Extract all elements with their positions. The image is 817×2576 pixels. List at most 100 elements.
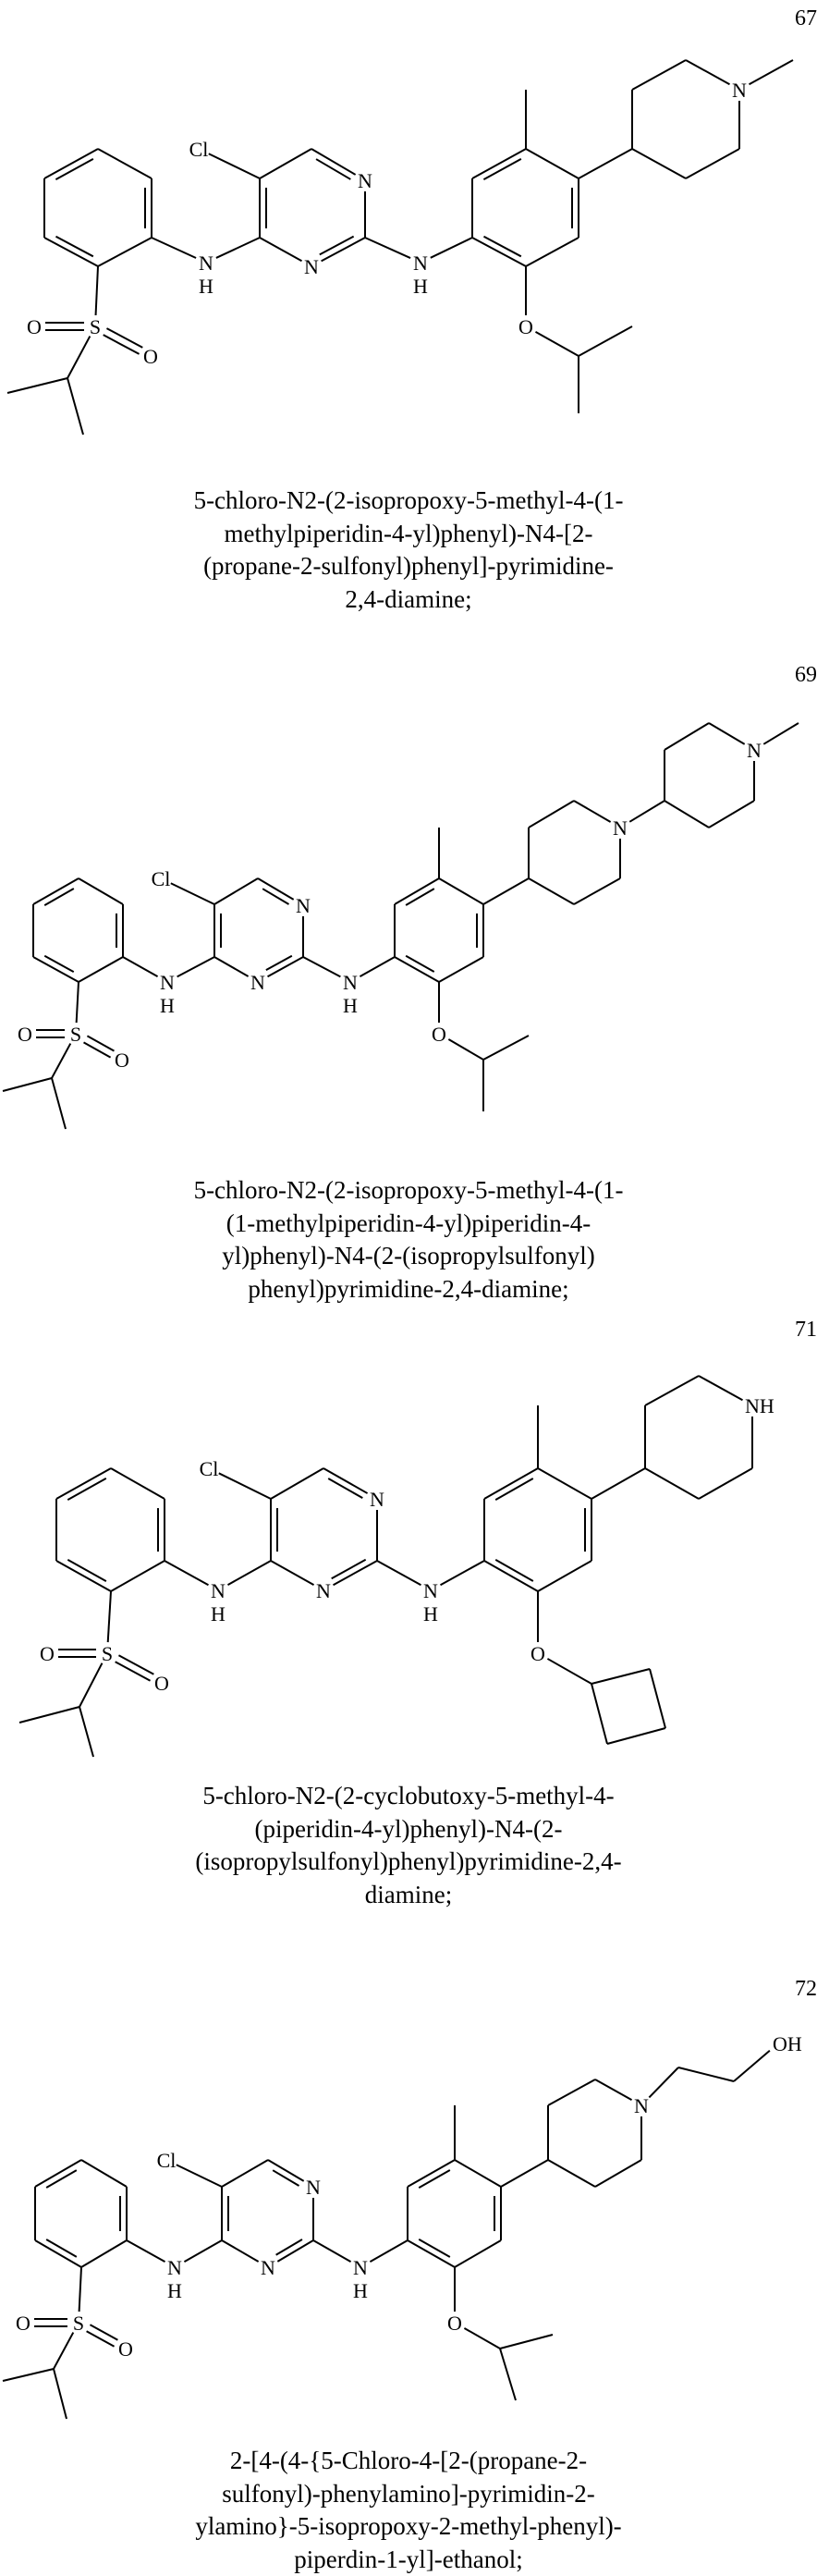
atom-label-n: N <box>732 79 747 102</box>
bond <box>303 957 340 976</box>
bond <box>750 60 793 84</box>
bond <box>607 1728 665 1744</box>
bond <box>678 2067 734 2081</box>
compound-number-72: 72 <box>780 1976 817 2002</box>
double-bond <box>311 149 356 175</box>
bond <box>579 149 632 178</box>
bond <box>365 238 410 258</box>
bond <box>216 238 260 258</box>
double-bond-inner <box>273 2170 299 2186</box>
atom-label-n: N <box>250 971 265 994</box>
atom-label-h: H <box>167 2279 182 2302</box>
atom-label-o: O <box>530 1642 545 1665</box>
name-line: (propane-2-sulfonyl)phenyl]-pyrimidine- <box>92 550 725 583</box>
atom-label-o: O <box>154 1672 169 1695</box>
double-bond <box>472 149 526 178</box>
bond <box>271 1561 314 1585</box>
compound-number-69: 69 <box>780 662 817 688</box>
bond <box>165 1561 208 1585</box>
double-bond <box>106 328 142 348</box>
compound-number-67: 67 <box>780 6 817 31</box>
double-bond-inner <box>406 889 434 905</box>
bond <box>483 1036 529 1060</box>
bond <box>271 1468 323 1499</box>
bond <box>127 2240 165 2262</box>
structure-69: NHNNClNHNNOSOO <box>3 723 799 1129</box>
bond <box>439 957 483 982</box>
bond <box>632 149 686 178</box>
atom-label-cl: Cl <box>200 1457 219 1480</box>
name-line: (isopropylsulfonyl)phenyl)pyrimidine-2,4… <box>92 1846 725 1879</box>
bond <box>222 2240 259 2262</box>
double-bond-inner <box>419 2170 450 2188</box>
atom-label-o: O <box>40 1642 55 1665</box>
bond <box>595 2160 641 2187</box>
bond <box>455 2160 501 2187</box>
bond <box>547 1659 591 1684</box>
atom-label-h: H <box>211 1602 226 1625</box>
bond <box>227 1561 271 1585</box>
atom-label-n: N <box>304 255 319 278</box>
bond <box>464 2328 500 2349</box>
bond <box>448 1039 483 1060</box>
atom-label-s: S <box>102 1642 113 1665</box>
bond <box>98 238 152 266</box>
atom-label-s: S <box>73 2312 84 2335</box>
bond <box>214 878 258 904</box>
compound-name-69: 5-chloro-N2-(2-isopropoxy-5-methyl-4-(1-… <box>92 1174 725 1306</box>
atom-label-o: O <box>115 1049 129 1072</box>
double-bond-inner <box>406 956 434 972</box>
double-bond <box>395 878 439 904</box>
atom-label-n: N <box>199 251 213 275</box>
compound-name-72: 2-[4-(4-{5-Chloro-4-[2-(propane-2- sulfo… <box>92 2445 725 2576</box>
bond <box>108 1591 111 1642</box>
bond <box>313 2240 351 2262</box>
bond <box>529 878 574 904</box>
double-bond <box>84 1042 111 1057</box>
bond <box>763 723 799 744</box>
bond <box>3 2369 54 2381</box>
bond <box>548 2160 595 2187</box>
double-bond <box>484 1561 538 1591</box>
bond <box>360 957 395 976</box>
bond <box>67 337 90 378</box>
double-bond <box>44 149 98 178</box>
atom-label-n: N <box>613 816 628 840</box>
bond <box>219 1473 271 1499</box>
atom-label-o: O <box>447 2312 462 2335</box>
double-bond <box>87 2331 115 2346</box>
bond <box>629 801 665 822</box>
name-line: (1-methylpiperidin-4-yl)piperidin-4- <box>92 1208 725 1241</box>
bond <box>54 2369 67 2419</box>
atom-label-n: N <box>747 739 762 762</box>
double-bond <box>56 1468 111 1499</box>
bond <box>81 2160 127 2187</box>
bond <box>483 878 529 904</box>
bond <box>19 1707 79 1723</box>
double-bond <box>35 2240 81 2267</box>
bond <box>79 2267 81 2312</box>
bond <box>538 1561 591 1591</box>
bond <box>98 149 152 178</box>
bond <box>177 957 214 976</box>
name-line: sulfonyl)-phenylamino]-pyrimidin-2- <box>92 2478 725 2511</box>
name-line: 2,4-diamine; <box>92 583 725 617</box>
bond <box>111 1468 165 1499</box>
bond <box>548 2079 595 2105</box>
bond <box>526 238 579 266</box>
atom-label-o: O <box>432 1023 446 1046</box>
double-bond <box>395 957 439 982</box>
compound-name-71: 5-chloro-N2-(2-cyclobutoxy-5-methyl-4- (… <box>92 1780 725 1911</box>
name-line: ylamino}-5-isopropoxy-2-methyl-phenyl)- <box>92 2510 725 2544</box>
name-line: 5-chloro-N2-(2-isopropoxy-5-methyl-4-(1- <box>92 1174 725 1208</box>
bond <box>209 153 260 178</box>
atom-label-h: H <box>423 1602 438 1625</box>
bond <box>500 2335 553 2349</box>
atom-label-n: N <box>211 1579 226 1602</box>
bond <box>535 332 579 356</box>
bond <box>177 2165 222 2187</box>
atom-label-s: S <box>70 1023 81 1046</box>
name-line: (piperidin-4-yl)phenyl)-N4-(2- <box>92 1813 725 1846</box>
bond <box>699 1468 752 1499</box>
bond <box>579 326 632 356</box>
